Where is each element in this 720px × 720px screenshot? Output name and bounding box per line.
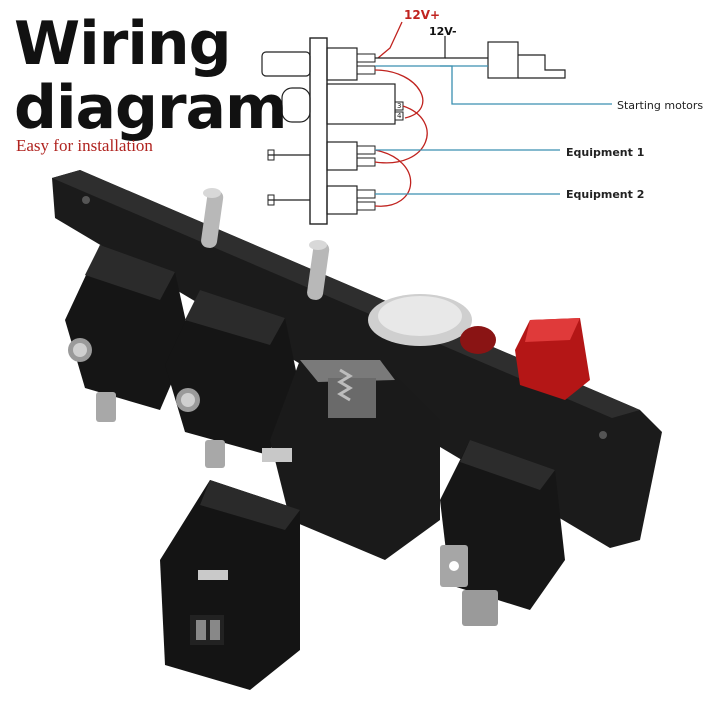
page-subtitle: Easy for installation <box>16 136 153 155</box>
svg-text:3: 3 <box>397 102 401 110</box>
label-12v-negative: 12V- <box>429 25 457 38</box>
page-title-line2: diagram <box>14 73 288 143</box>
label-equipment-2: Equipment 2 <box>566 188 645 201</box>
toggle-switch-1 <box>201 188 224 248</box>
svg-text:4: 4 <box>397 112 402 120</box>
label-12v-positive: 12V+ <box>404 8 441 22</box>
panel-plate <box>52 170 662 548</box>
label-starting-motors: Starting motors <box>617 99 704 112</box>
toggle-switch-2 <box>307 240 330 300</box>
switch-body-2 <box>165 290 300 468</box>
covered-toggle-switch <box>440 318 590 626</box>
page-title-line1: Wiring <box>14 9 232 79</box>
switch-body-1 <box>65 245 190 422</box>
start-button-ring <box>368 294 496 354</box>
ignition-block <box>160 360 440 690</box>
label-equipment-1: Equipment 1 <box>566 146 645 159</box>
